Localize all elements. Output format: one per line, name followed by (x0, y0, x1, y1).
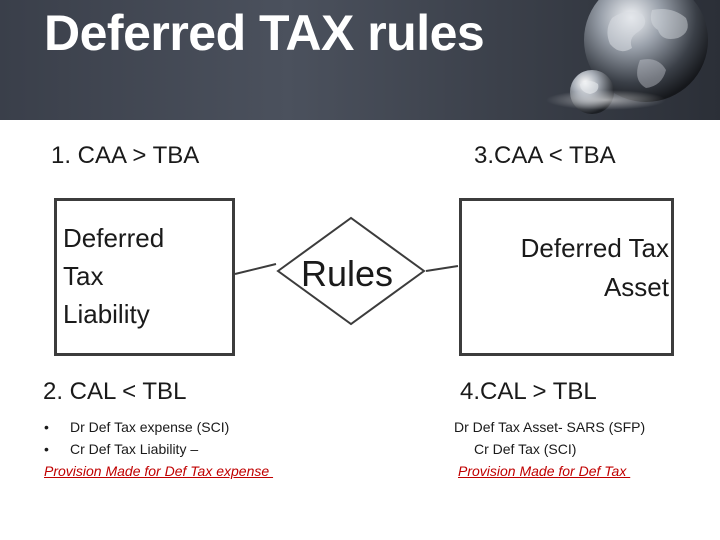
entry-text: Dr Def Tax expense (SCI) (70, 419, 230, 435)
box-line: Tax (63, 261, 104, 291)
list-item: Provision Made for Def Tax expense (44, 460, 273, 482)
liability-journal-entries: • Dr Def Tax expense (SCI) • Cr Def Tax Li… (44, 416, 273, 482)
deferred-tax-liability-box: Deferred Tax Liability (54, 198, 235, 356)
box-line: Liability (63, 299, 150, 329)
connector-right (425, 265, 459, 272)
rule-2-label: 2. CAL < TBL (43, 378, 187, 405)
provision-note: Provision Made for Def Tax expense (44, 463, 274, 479)
rule-4-label: 4.CAL > TBL (460, 378, 597, 405)
box-line: Asset (603, 272, 669, 302)
list-item: • Dr Def Tax expense (SCI) (44, 416, 273, 438)
list-item: • Cr Def Tax Liability – (44, 438, 273, 460)
list-item: Cr Def Tax (SCI) (454, 438, 645, 460)
box-line: Deferred (63, 223, 165, 253)
list-item: Dr Def Tax Asset- SARS (SFP) (454, 416, 645, 438)
rule-1-label: 1. CAA > TBA (51, 142, 200, 169)
entry-text: Dr Def Tax Asset- SARS (SFP) (454, 419, 646, 435)
rule-3-label: 3.CAA < TBA (474, 142, 616, 169)
list-item: Provision Made for Def Tax (454, 460, 645, 482)
rules-label: Rules (301, 253, 394, 294)
entry-text: Cr Def Tax Liability – (70, 441, 199, 457)
entry-text: Cr Def Tax (SCI) (474, 441, 577, 457)
bullet: • (44, 441, 49, 457)
page-title: Deferred TAX rules (44, 5, 485, 61)
provision-note: Provision Made for Def Tax (458, 463, 631, 479)
globe-icon (546, 0, 708, 114)
box-line: Deferred Tax (520, 233, 669, 263)
title-bar: Deferred TAX rules (0, 0, 720, 120)
connector-left (234, 263, 277, 275)
asset-journal-entries: Dr Def Tax Asset- SARS (SFP) Cr Def Tax … (454, 416, 645, 482)
rules-diamond (276, 216, 426, 326)
deferred-tax-asset-box: Deferred Tax Asset (459, 198, 674, 356)
deferred-tax-asset-text: Deferred Tax Asset (464, 229, 669, 307)
deferred-tax-liability-text: Deferred Tax Liability (63, 219, 233, 333)
bullet: • (44, 419, 49, 435)
